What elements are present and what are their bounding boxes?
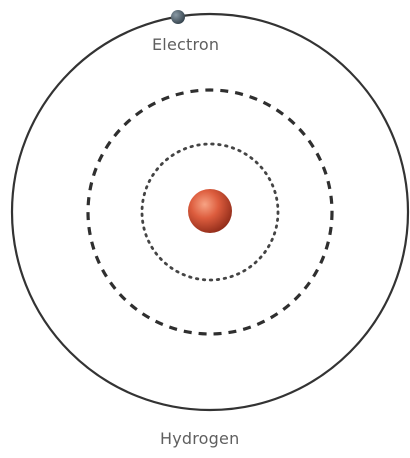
electron-label: Electron: [152, 35, 220, 54]
electron: [171, 10, 185, 24]
nucleus: [188, 189, 232, 233]
element-name-label: Hydrogen: [160, 429, 240, 448]
middle-orbit-dashed: [86, 88, 334, 336]
outer-orbit: [10, 12, 410, 412]
inner-orbit-dotted: [140, 142, 280, 282]
